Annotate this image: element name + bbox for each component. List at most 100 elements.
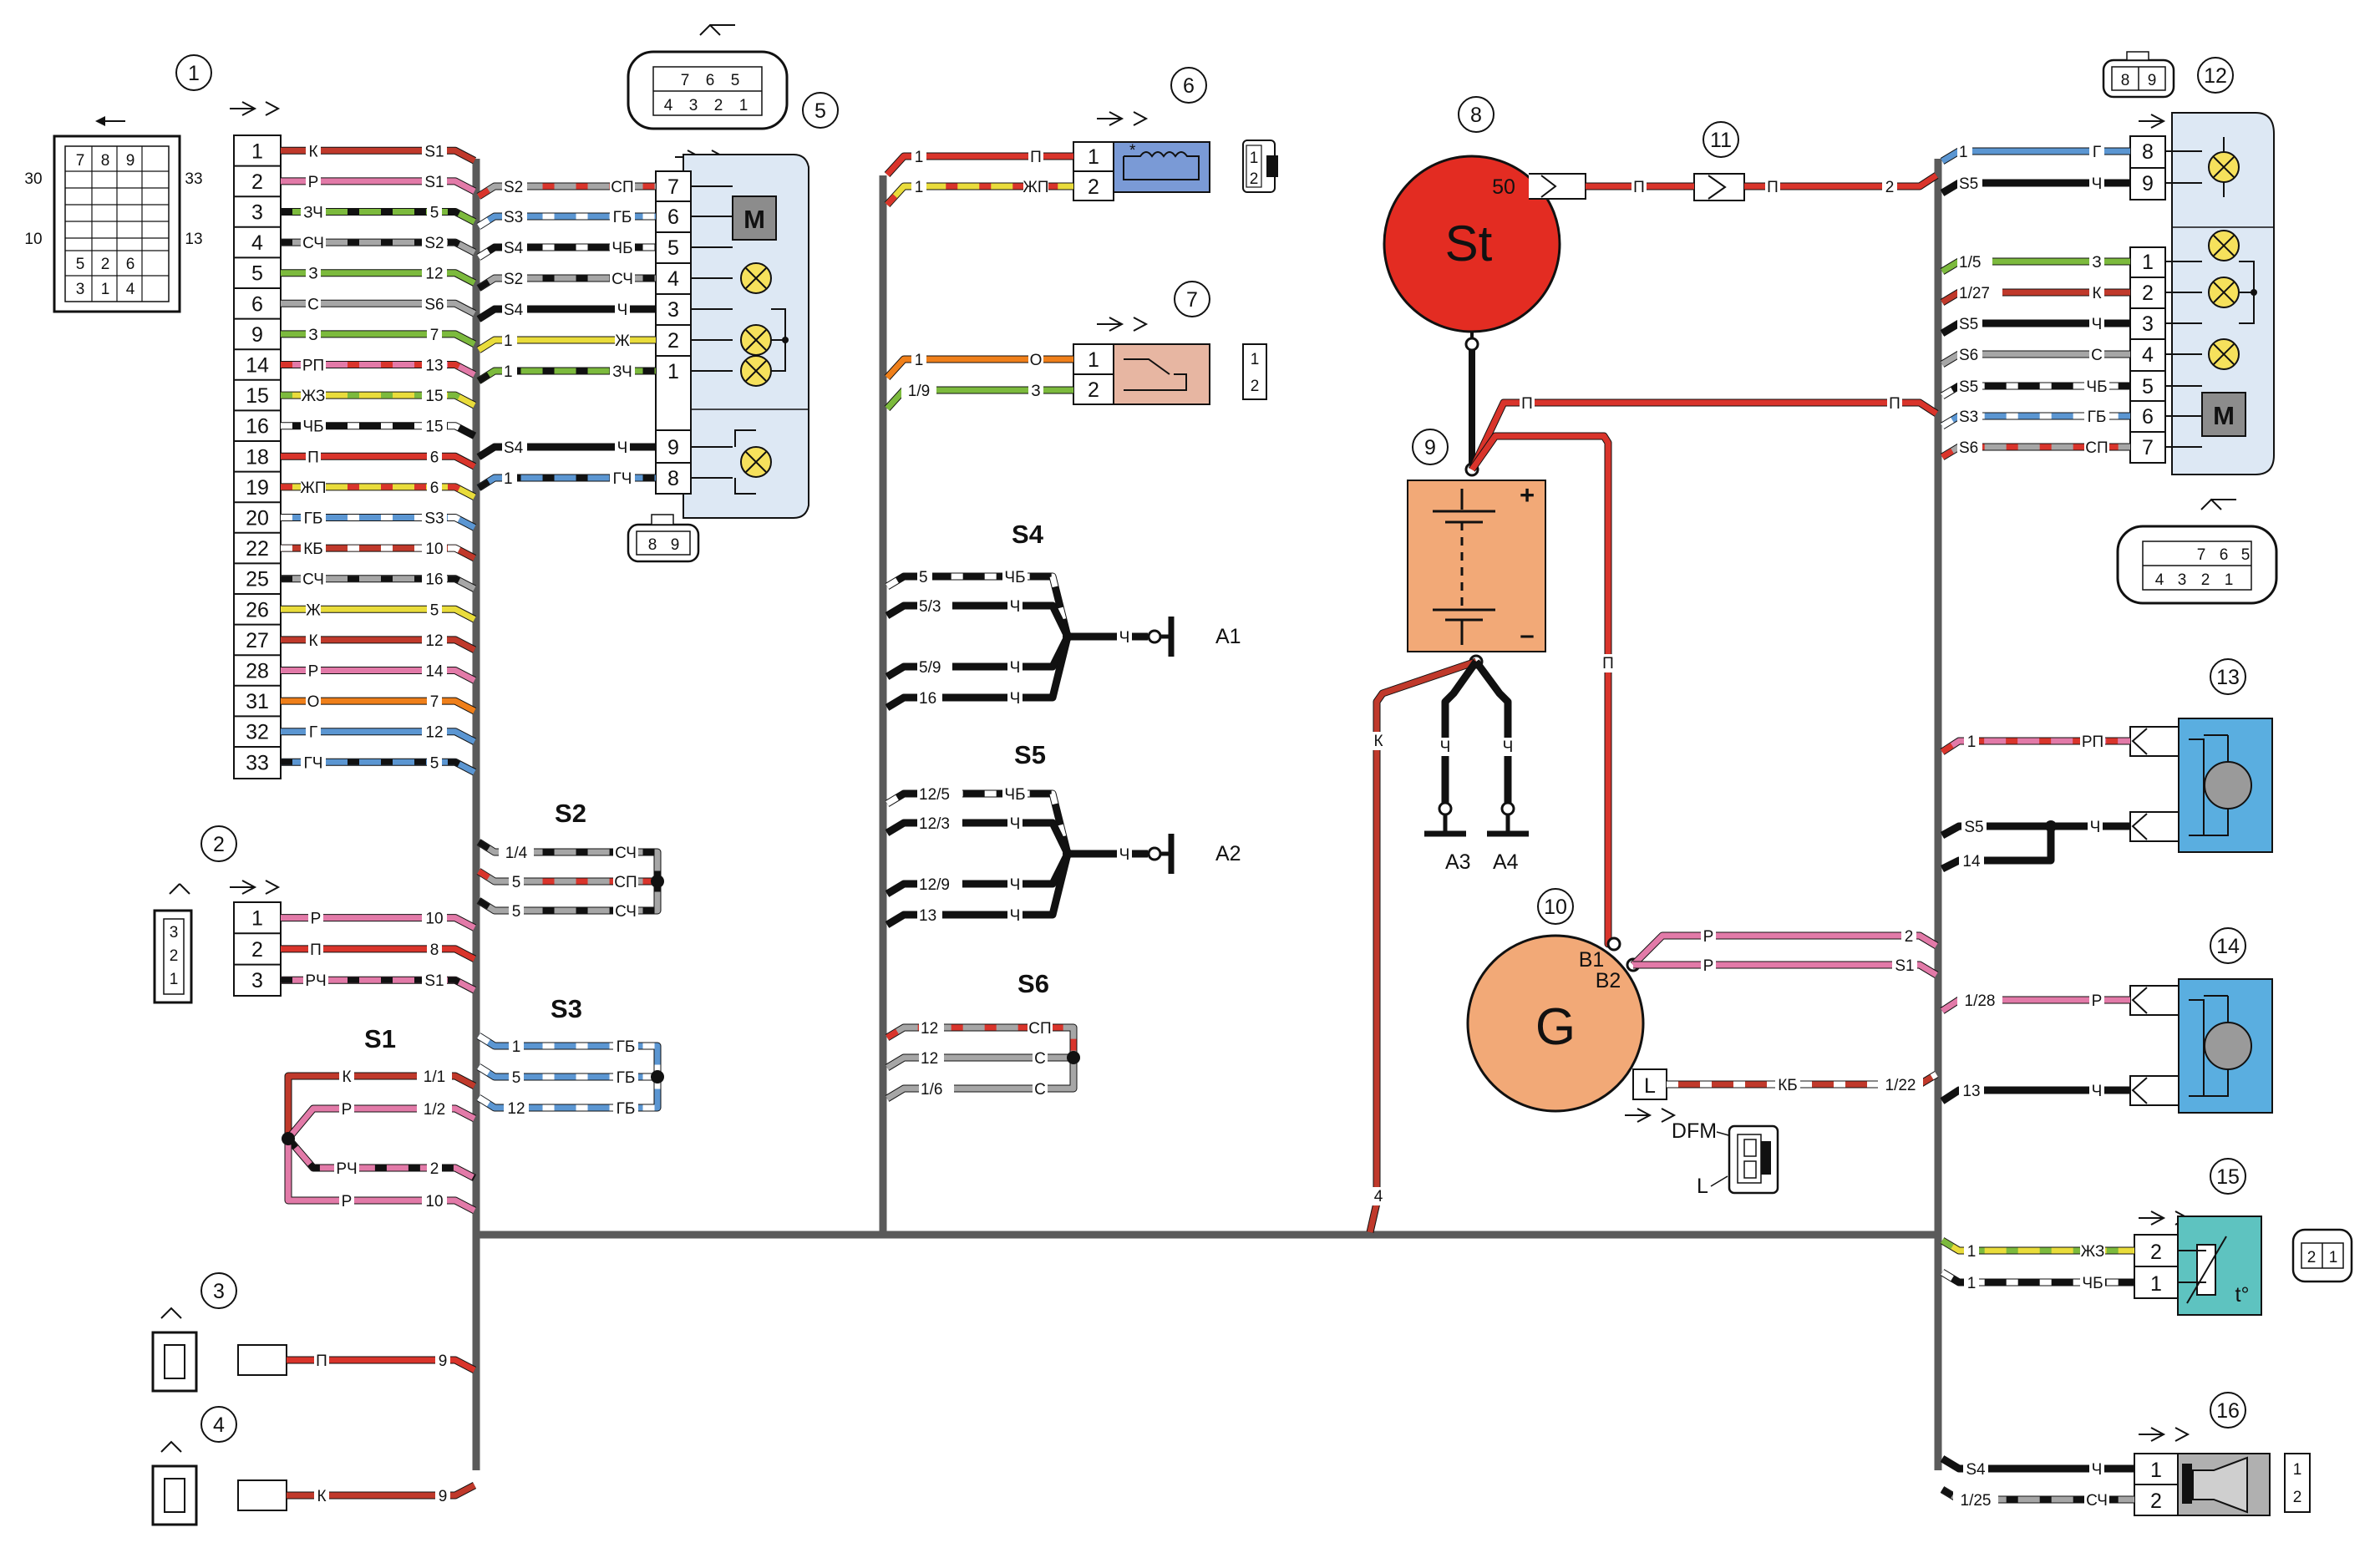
svg-text:Ч: Ч xyxy=(1440,738,1451,756)
connector15-wire-start: 1 xyxy=(1964,1274,1979,1292)
svg-text:Ч: Ч xyxy=(1119,629,1130,647)
connector2-wire-color: Р xyxy=(308,909,323,928)
svg-text:Ч: Ч xyxy=(2092,316,2103,333)
svg-text:9: 9 xyxy=(439,1488,448,1505)
s6-wire-end: 1/6 xyxy=(919,1080,954,1099)
svg-text:ЧБ: ЧБ xyxy=(2082,1275,2103,1292)
svg-text:1: 1 xyxy=(2150,1459,2162,1482)
connector1-wire xyxy=(281,758,477,776)
svg-text:S5: S5 xyxy=(1959,378,1978,396)
connector1-wire-end: 6 xyxy=(427,478,442,497)
svg-text:13: 13 xyxy=(1962,1083,1980,1100)
svg-text:1/1: 1/1 xyxy=(424,1068,445,1086)
connector1-wire-end: 13 xyxy=(422,356,447,375)
connector2-wire xyxy=(281,976,477,994)
connector1-wire xyxy=(281,483,477,500)
svg-text:A1: A1 xyxy=(1215,625,1241,648)
svg-text:2: 2 xyxy=(1088,175,1099,199)
connector6-wire-color: П xyxy=(1028,148,1043,166)
svg-text:К: К xyxy=(308,632,317,650)
svg-text:Ж: Ж xyxy=(615,332,630,350)
svg-text:B2: B2 xyxy=(1596,969,1621,992)
svg-text:5: 5 xyxy=(512,1069,521,1087)
gen-wire xyxy=(1630,931,1939,968)
svg-text:7: 7 xyxy=(76,152,85,170)
svg-text:КБ: КБ xyxy=(1778,1077,1798,1094)
connector1-wire-color: К xyxy=(306,142,321,161)
connector5-wire-start: 1 xyxy=(502,332,517,350)
s2-wire xyxy=(476,881,662,915)
s3-wire-color: ГБ xyxy=(613,1038,638,1056)
s4-wire-color: Ч xyxy=(1007,689,1023,708)
battery-k-wire xyxy=(1366,657,1478,1234)
svg-text:П: П xyxy=(1767,179,1779,196)
svg-text:СП: СП xyxy=(2085,439,2108,457)
connector13-wire-start: 1 xyxy=(1964,733,1979,751)
connector1-wire-color: Г xyxy=(306,723,321,742)
svg-text:13: 13 xyxy=(425,358,443,375)
svg-text:Г: Г xyxy=(2093,144,2101,161)
connector7-wire-color: О xyxy=(1028,351,1043,369)
connector1-pin: 9 xyxy=(251,323,263,347)
svg-text:S6: S6 xyxy=(1017,969,1049,998)
connector2-wire xyxy=(281,914,477,931)
callout-9 xyxy=(1412,429,1449,465)
svg-text:7: 7 xyxy=(2197,546,2206,564)
s2-wire-end: 1/4 xyxy=(499,844,534,862)
svg-text:Ч: Ч xyxy=(1010,876,1021,894)
svg-text:12/9: 12/9 xyxy=(919,876,950,894)
starter-wire-color: П xyxy=(1631,178,1647,196)
battery-plus-color: П xyxy=(1520,394,1535,413)
s1-wire-color: РЧ xyxy=(334,1160,359,1178)
connector16-wire-start: 1/25 xyxy=(1953,1491,1998,1510)
svg-text:8: 8 xyxy=(101,152,110,170)
lamp-icon xyxy=(740,446,772,478)
svg-text:2: 2 xyxy=(2307,1249,2317,1266)
svg-text:ГБ: ГБ xyxy=(304,510,323,528)
s1-wire xyxy=(285,1104,477,1141)
connector5-pin: 8 xyxy=(667,467,679,490)
svg-text:ГЧ: ГЧ xyxy=(613,470,632,488)
s3-wire-end: 5 xyxy=(509,1068,524,1087)
svg-text:8: 8 xyxy=(1470,104,1482,127)
svg-text:+: + xyxy=(1520,480,1535,510)
s5-wire xyxy=(885,851,1072,897)
svg-text:S2: S2 xyxy=(555,799,586,828)
s3-wire xyxy=(476,1033,662,1077)
svg-text:К: К xyxy=(342,1068,351,1086)
connector1-pin: 2 xyxy=(251,170,263,194)
svg-text:1: 1 xyxy=(170,971,179,988)
svg-text:1/5: 1/5 xyxy=(1959,254,1981,272)
svg-text:12: 12 xyxy=(425,724,443,742)
s1-wire-end: 1/2 xyxy=(417,1100,452,1119)
connector12-pin: 2 xyxy=(2142,282,2154,305)
connector5-pin: 9 xyxy=(667,436,679,459)
svg-text:*: * xyxy=(1129,142,1136,160)
connector1-wire-end: S2 xyxy=(422,234,447,253)
svg-text:9: 9 xyxy=(439,1353,448,1370)
svg-text:Р: Р xyxy=(308,174,319,191)
connector1-wire-end: S1 xyxy=(422,172,447,191)
connector12-wire-start: 1 xyxy=(1957,143,1972,161)
svg-text:1: 1 xyxy=(2293,1461,2302,1479)
svg-text:СЧ: СЧ xyxy=(2086,1492,2108,1510)
svg-text:ЖП: ЖП xyxy=(1023,179,1048,196)
connector12-wire-start: 1/27 xyxy=(1957,284,2002,302)
callout-15 xyxy=(2210,1158,2246,1195)
connector1-wire-end: 15 xyxy=(422,387,447,406)
svg-text:1: 1 xyxy=(1967,1275,1977,1292)
connector12-wire-start: S5 xyxy=(1957,315,1982,333)
svg-text:2: 2 xyxy=(1885,179,1895,196)
starter-wire xyxy=(1744,172,1939,190)
connector1-pin: 3 xyxy=(251,201,263,225)
svg-text:S3: S3 xyxy=(424,510,444,528)
connector1-wire-end: 7 xyxy=(427,693,442,712)
svg-text:С: С xyxy=(1034,1050,1046,1068)
svg-text:5: 5 xyxy=(814,99,826,123)
s4-wire-end: 5 xyxy=(917,568,932,586)
